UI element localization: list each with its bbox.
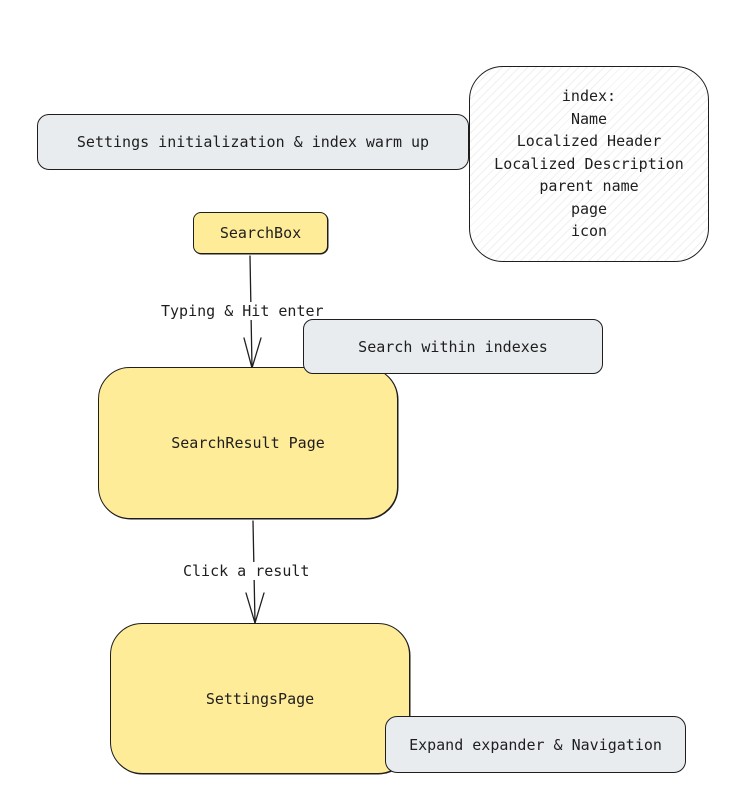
edge-label-typing: Typing & Hit enter [158,302,327,320]
expand-navigation-label: Expand expander & Navigation [409,735,662,754]
expand-navigation-node: Expand expander & Navigation [385,716,686,773]
search-within-indexes-label: Search within indexes [358,337,548,356]
searchresult-page-label: SearchResult Page [171,434,325,452]
search-within-indexes-node: Search within indexes [303,319,603,374]
index-fields-node: index: Name Localized Header Localized D… [469,66,709,262]
searchresult-page-node: SearchResult Page [98,367,398,519]
index-line: icon [570,222,608,241]
index-line: page [570,199,608,218]
searchbox-node: SearchBox [193,212,328,254]
searchbox-label: SearchBox [219,224,302,242]
settings-page-label: SettingsPage [205,689,315,708]
settings-page-node: SettingsPage [110,623,410,774]
index-line: parent name [539,177,639,196]
edge-label-click: Click a result [180,562,313,580]
index-line: Name [570,109,608,128]
index-line: Localized Header [516,132,662,151]
settings-init-node: Settings initialization & index warm up [37,114,469,170]
index-line: index: [561,87,617,106]
settings-init-label: Settings initialization & index warm up [76,133,430,151]
index-line: Localized Description [494,154,684,173]
